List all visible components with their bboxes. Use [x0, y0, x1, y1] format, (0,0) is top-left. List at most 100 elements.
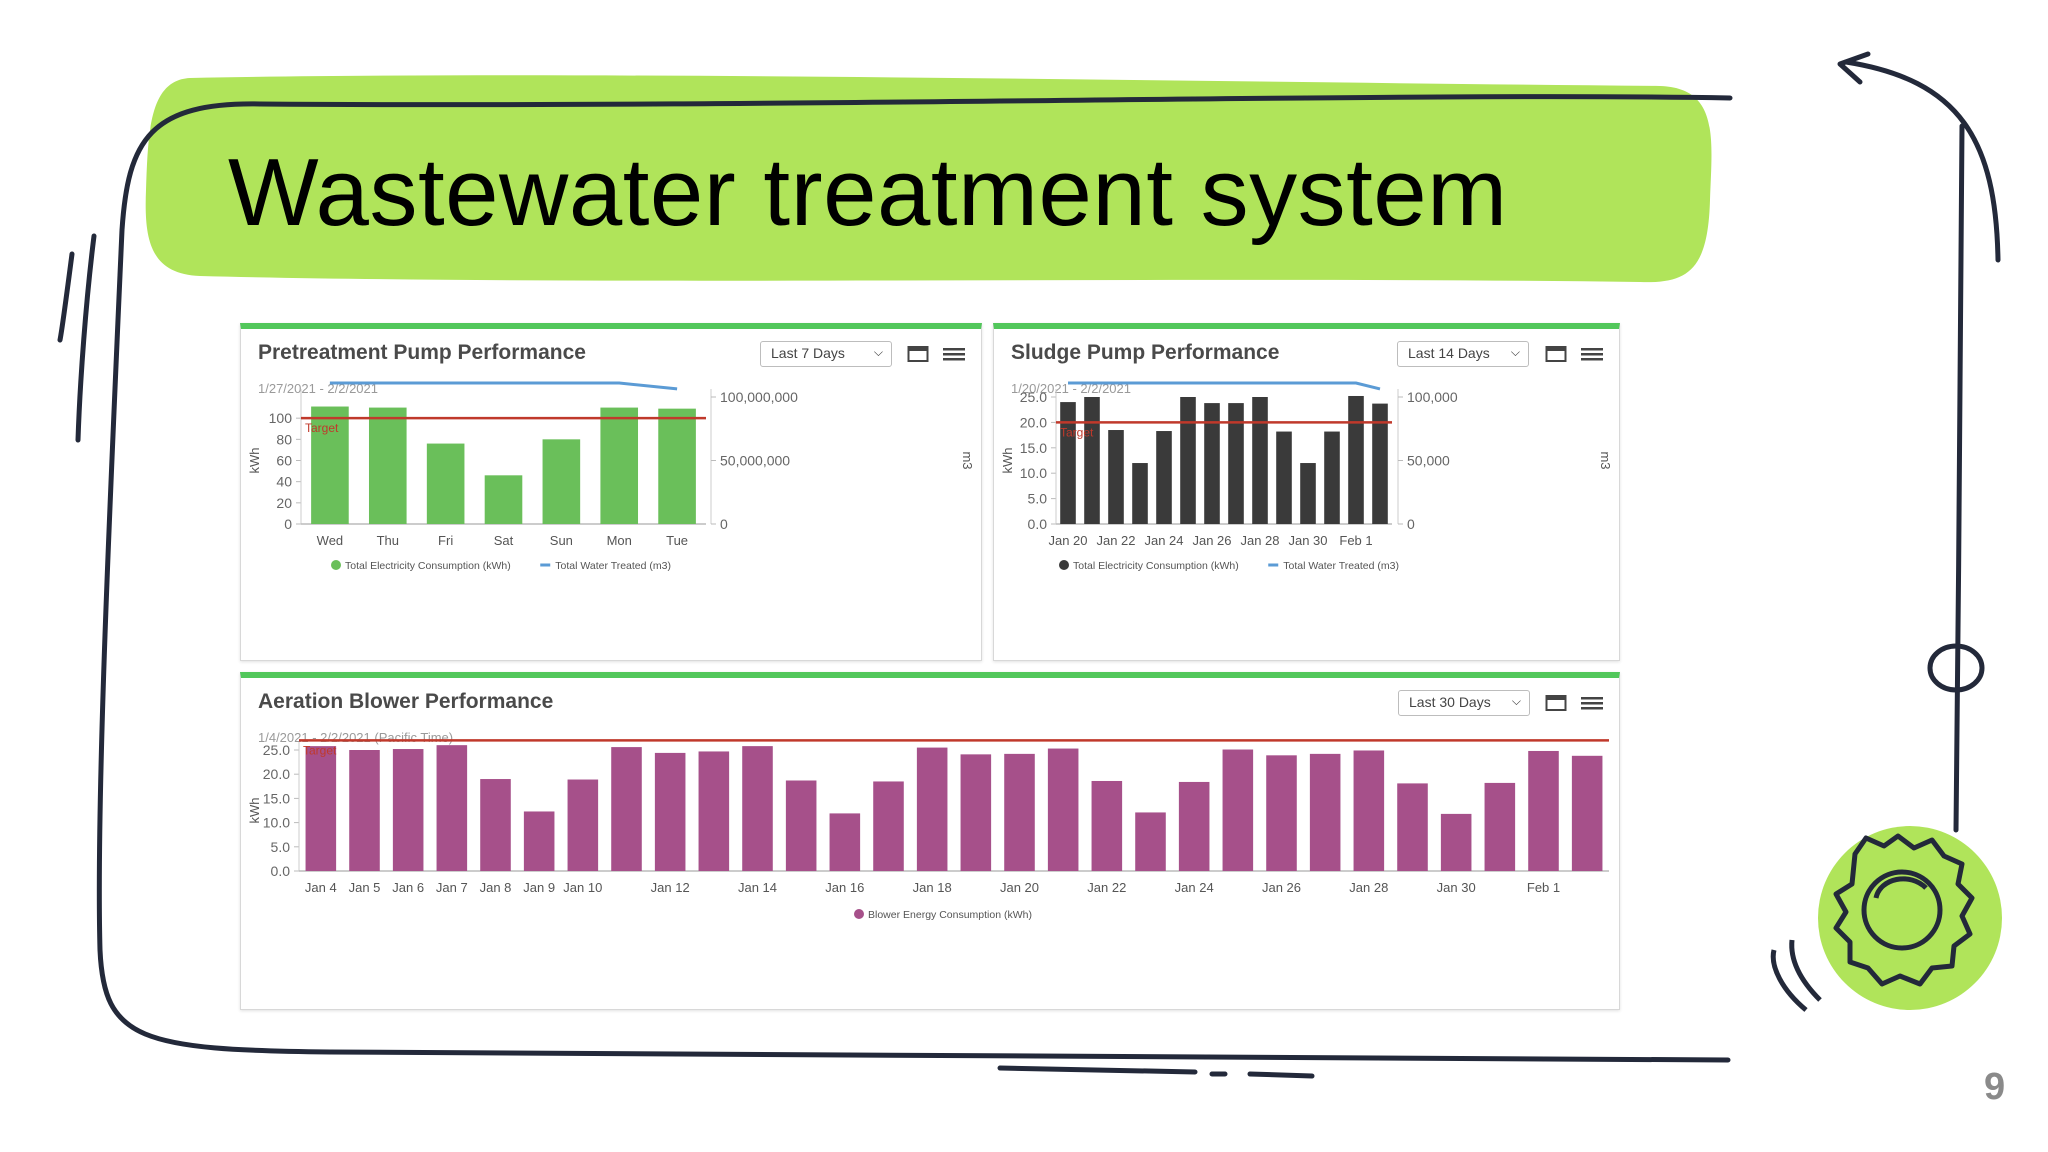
sludge-panel: Sludge Pump Performance 1/20/2021 - 2/2/…: [993, 323, 1620, 661]
legend-label: Total Electricity Consumption (kWh): [1073, 560, 1239, 572]
y-tick-label: 20: [276, 495, 292, 511]
y-tick-label: 15.0: [1020, 440, 1047, 456]
bar-jan-7: [436, 745, 468, 871]
pretreatment-date-range: 1/27/2021 - 2/2/2021: [258, 381, 378, 396]
bar-jan-13: [698, 751, 730, 871]
y2-tick-label: 50,000: [1407, 453, 1450, 469]
bar-jan-30: [1300, 463, 1316, 524]
range-select-value: Last 7 Days: [771, 345, 845, 361]
x-tick-label: Jan 18: [913, 880, 952, 895]
x-tick-label: Jan 30: [1288, 533, 1327, 548]
x-tick-label: Jan 9: [523, 880, 555, 895]
bar-feb-1: [1348, 395, 1364, 524]
legend-marker-bar: [854, 909, 864, 919]
x-tick-label: Sat: [494, 533, 514, 548]
y2-axis-label: m3: [1598, 451, 1613, 469]
x-tick-label: Jan 7: [436, 880, 468, 895]
bar-jan-4: [305, 746, 337, 871]
chevron-down-icon: ⌵: [873, 345, 883, 359]
aeration-range-select[interactable]: Last 30 Days ⌵: [1398, 690, 1530, 716]
bar-jan-10: [567, 779, 599, 871]
gear-icon: [1770, 833, 1975, 1012]
bar-jan-24: [1178, 781, 1210, 871]
chevron-down-icon: ⌵: [1511, 694, 1521, 708]
bar-wed: [311, 406, 349, 524]
y-axis-label: kWh: [247, 798, 262, 824]
y-tick-label: 25.0: [263, 742, 290, 758]
sludge-date-range: 1/20/2021 - 2/2/2021: [1011, 381, 1131, 396]
page-number: 9: [1984, 1066, 2006, 1108]
bar-feb-1: [1528, 750, 1559, 871]
aeration-panel: Aeration Blower Performance 1/4/2021 - 2…: [240, 672, 1620, 1010]
x-tick-label: Jan 10: [563, 880, 602, 895]
pretreatment-panel: Pretreatment Pump Performance 1/27/2021 …: [240, 323, 982, 661]
legend-label: Total Electricity Consumption (kWh): [345, 560, 511, 572]
bar-jan-25: [1222, 749, 1254, 871]
x-tick-label: Jan 12: [651, 880, 690, 895]
bar-jan-22: [1108, 430, 1124, 524]
x-tick-label: Jan 20: [1000, 880, 1039, 895]
x-tick-label: Jan 28: [1240, 533, 1279, 548]
pretreatment-range-select[interactable]: Last 7 Days ⌵: [760, 341, 892, 367]
x-tick-label: Mon: [607, 533, 632, 548]
bar-jan-15: [785, 780, 817, 871]
bar-feb-2: [1571, 755, 1603, 871]
x-tick-label: Sun: [550, 533, 573, 548]
bar-jan-21: [1047, 748, 1079, 871]
bar-sun: [542, 439, 581, 524]
bar-jan-16: [829, 813, 861, 871]
x-tick-label: Jan 20: [1048, 533, 1087, 548]
bar-jan-27: [1309, 753, 1341, 871]
menu-icon[interactable]: [943, 345, 965, 363]
x-tick-label: Jan 14: [738, 880, 777, 895]
bar-jan-20: [1060, 402, 1076, 524]
sludge-range-select[interactable]: Last 14 Days ⌵: [1397, 341, 1529, 367]
bar-jan-19: [960, 754, 992, 871]
expand-window-icon[interactable]: [1545, 345, 1567, 363]
y-tick-label: 100: [269, 410, 293, 426]
arrow-head-icon: [1837, 51, 1871, 85]
y-tick-label: 5.0: [1028, 491, 1048, 507]
y2-tick-label: 100,000: [1407, 389, 1458, 405]
x-tick-label: Jan 28: [1349, 880, 1388, 895]
y-tick-label: 40: [276, 474, 292, 490]
x-tick-label: Jan 26: [1262, 880, 1301, 895]
x-tick-label: Jan 26: [1192, 533, 1231, 548]
bar-jan-23: [1135, 812, 1166, 871]
bar-jan-20: [1004, 753, 1035, 871]
sludge-title: Sludge Pump Performance: [1011, 341, 1280, 364]
bar-jan-24: [1156, 431, 1172, 524]
y-tick-label: 80: [276, 431, 292, 447]
expand-window-icon[interactable]: [1545, 694, 1567, 712]
y2-axis-label: m3: [960, 451, 975, 469]
expand-window-icon[interactable]: [907, 345, 929, 363]
target-label: Target: [305, 421, 339, 435]
y-tick-label: 60: [276, 453, 292, 469]
legend-label: Total Water Treated (m3): [1283, 560, 1399, 572]
x-tick-label: Jan 6: [392, 880, 424, 895]
x-tick-label: Jan 8: [480, 880, 512, 895]
x-tick-label: Jan 30: [1437, 880, 1476, 895]
y-tick-label: 0: [284, 516, 292, 532]
legend-label: Blower Energy Consumption (kWh): [868, 909, 1032, 921]
bar-jan-5: [349, 750, 380, 871]
range-select-value: Last 30 Days: [1409, 694, 1491, 710]
bar-jan-23: [1132, 463, 1148, 524]
water-treated-line: [1068, 381, 1381, 391]
x-tick-label: Jan 4: [305, 880, 337, 895]
bar-fri: [426, 443, 465, 524]
y-tick-label: 20.0: [1020, 414, 1047, 430]
menu-icon[interactable]: [1581, 694, 1603, 712]
menu-icon[interactable]: [1581, 345, 1603, 363]
bar-jan-27: [1228, 403, 1244, 524]
legend-label: Total Water Treated (m3): [555, 560, 671, 572]
y2-tick-label: 50,000,000: [720, 453, 790, 469]
bar-sat: [484, 475, 523, 524]
bar-jan-30: [1440, 813, 1472, 871]
bar-jan-31: [1484, 782, 1516, 871]
bar-thu: [368, 407, 407, 524]
bar-mon: [600, 407, 639, 524]
